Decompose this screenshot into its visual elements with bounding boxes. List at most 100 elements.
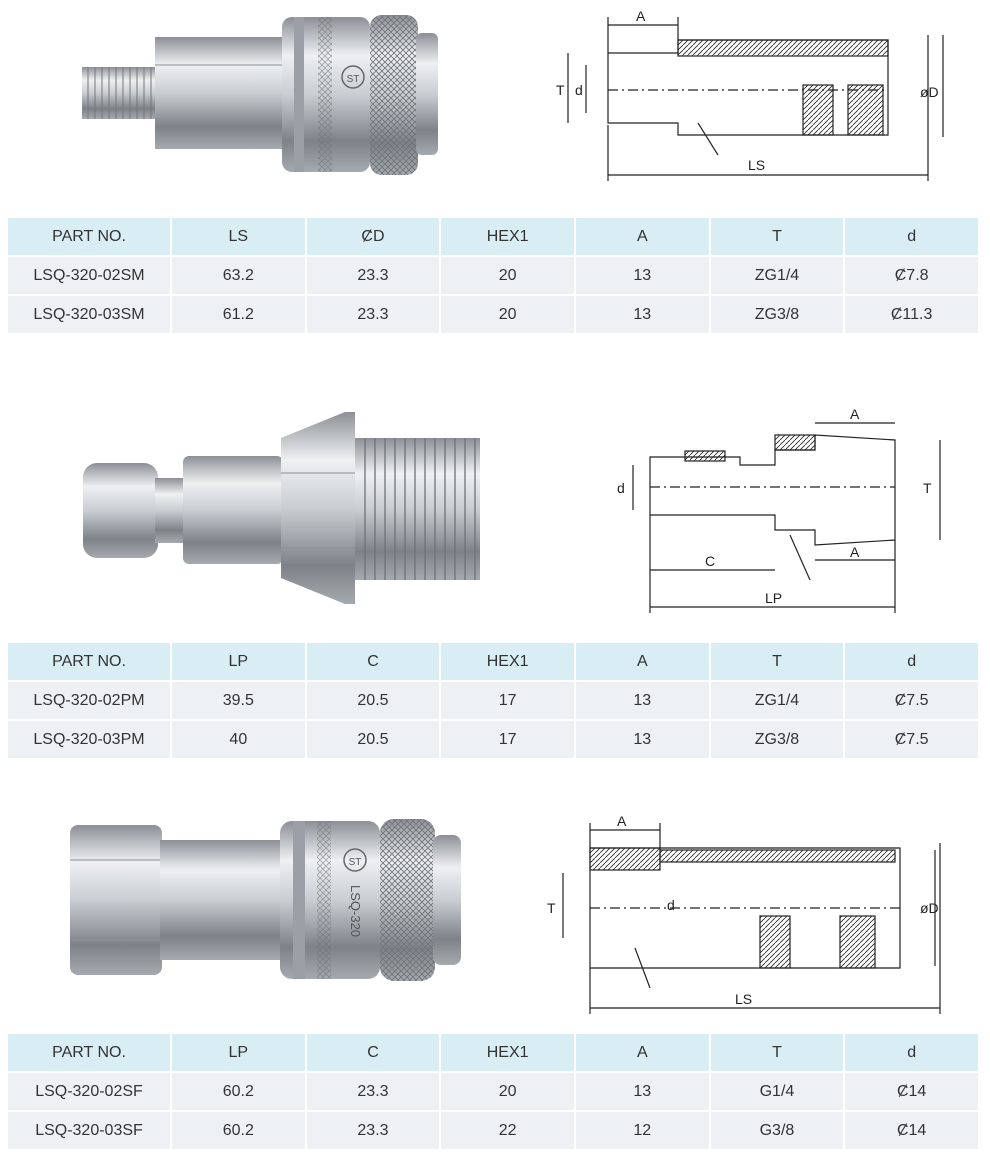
table-cell: ZG3/8 xyxy=(709,720,846,760)
photo-logo-text: ST xyxy=(349,857,362,868)
table-header-row: PART NO. LS ȻD HEX1 A T d xyxy=(8,218,980,257)
spec-table-socket-female: PART NO. LP C HEX1 A T d LSQ-320-02SF 60… xyxy=(8,1034,980,1151)
table-cell: 13 xyxy=(574,681,711,721)
photo-marking-text: LSQ-320 xyxy=(348,885,363,937)
product-section-socket-female: ST LSQ-320 xyxy=(0,795,990,1155)
table-cell: Ȼ7.5 xyxy=(844,720,980,760)
drawing-label-a-bottom: A xyxy=(850,544,860,560)
header-cell: d xyxy=(844,1034,980,1073)
product-section-plug-male: A A T d C LP PART NO. LP C HEX1 A T d LS… xyxy=(0,390,990,760)
drawing-label-t: T xyxy=(556,82,565,98)
table-header-row: PART NO. LP C HEX1 A T d xyxy=(8,1034,980,1073)
table-cell: 13 xyxy=(574,256,711,296)
header-cell: HEX1 xyxy=(440,218,576,257)
product-photo-plug-male xyxy=(75,408,495,608)
header-cell: LS xyxy=(171,218,307,257)
header-cell: A xyxy=(574,643,711,682)
header-cell: LP xyxy=(171,643,307,682)
header-cell: A xyxy=(574,1034,711,1073)
table-cell: 20 xyxy=(440,295,576,335)
table-cell: 20 xyxy=(440,256,576,296)
table-row: LSQ-320-03PM 40 20.5 17 13 ZG3/8 Ȼ7.5 xyxy=(8,720,980,760)
table-cell: 40 xyxy=(171,720,307,760)
table-header-row: PART NO. LP C HEX1 A T d xyxy=(8,643,980,682)
table-cell: 39.5 xyxy=(171,681,307,721)
drawing-label-c: C xyxy=(705,553,715,569)
drawing-label-ls: LS xyxy=(748,157,765,173)
table-cell: 13 xyxy=(574,295,711,335)
drawing-label-t: T xyxy=(547,900,556,916)
table-cell: ZG1/4 xyxy=(709,681,846,721)
table-row: LSQ-320-03SF 60.2 23.3 22 12 G3/8 Ȼ14 xyxy=(8,1111,980,1151)
header-cell: PART NO. xyxy=(8,1034,172,1073)
table-cell: LSQ-320-02PM xyxy=(8,681,172,721)
table-cell: G1/4 xyxy=(709,1072,846,1112)
drawing-label-od: øD xyxy=(920,84,939,100)
table-cell: LSQ-320-03SF xyxy=(8,1111,172,1151)
header-cell: T xyxy=(709,218,846,257)
header-cell: T xyxy=(709,1034,846,1073)
table-cell: 20.5 xyxy=(305,681,442,721)
spec-table-plug-male: PART NO. LP C HEX1 A T d LSQ-320-02PM 39… xyxy=(8,643,980,760)
drawing-label-a: A xyxy=(636,8,646,24)
table-cell: 20.5 xyxy=(305,720,442,760)
table-cell: 23.3 xyxy=(305,1072,442,1112)
header-cell: C xyxy=(305,1034,442,1073)
header-cell: T xyxy=(709,643,846,682)
table-cell: LSQ-320-03PM xyxy=(8,720,172,760)
header-cell: d xyxy=(844,218,980,257)
product-photo-socket-female: ST LSQ-320 xyxy=(65,815,485,985)
header-cell: A xyxy=(574,218,711,257)
header-cell: HEX1 xyxy=(440,1034,576,1073)
table-cell: 23.3 xyxy=(305,256,442,296)
table-cell: 13 xyxy=(574,720,711,760)
table-row: LSQ-320-02SM 63.2 23.3 20 13 ZG1/4 Ȼ7.8 xyxy=(8,256,980,296)
drawing-label-ls: LS xyxy=(735,991,752,1007)
table-cell: 17 xyxy=(440,681,576,721)
product-section-socket-male: ST xyxy=(0,0,990,335)
table-cell: 17 xyxy=(440,720,576,760)
drawing-label-t: T xyxy=(923,480,932,496)
spec-table-socket-male: PART NO. LS ȻD HEX1 A T d LSQ-320-02SM 6… xyxy=(8,218,980,335)
table-cell: Ȼ7.5 xyxy=(844,681,980,721)
drawing-label-od: øD xyxy=(920,900,939,916)
drawing-label-lp: LP xyxy=(765,590,782,606)
header-cell: ȻD xyxy=(305,218,442,257)
header-cell: HEX1 xyxy=(440,643,576,682)
header-cell: d xyxy=(844,643,980,682)
table-cell: 60.2 xyxy=(171,1072,307,1112)
table-cell: LSQ-320-03SM xyxy=(8,295,172,335)
technical-drawing-socket-female: A T d øD LS xyxy=(535,798,955,1023)
table-cell: LSQ-320-02SF xyxy=(8,1072,172,1112)
header-cell: LP xyxy=(171,1034,307,1073)
table-row: LSQ-320-03SM 61.2 23.3 20 13 ZG3/8 Ȼ11.3 xyxy=(8,295,980,335)
drawing-label-d: d xyxy=(575,82,583,98)
table-cell: 63.2 xyxy=(171,256,307,296)
header-cell: PART NO. xyxy=(8,643,172,682)
product-photo-socket-male: ST xyxy=(70,5,450,190)
table-cell: Ȼ14 xyxy=(844,1072,980,1112)
table-cell: 60.2 xyxy=(171,1111,307,1151)
technical-drawing-plug-male: A A T d C LP xyxy=(605,395,955,620)
technical-drawing-socket-male: A T d øD LS xyxy=(548,5,958,190)
table-cell: 12 xyxy=(574,1111,711,1151)
table-cell: Ȼ11.3 xyxy=(844,295,980,335)
table-row: LSQ-320-02PM 39.5 20.5 17 13 ZG1/4 Ȼ7.5 xyxy=(8,681,980,721)
table-cell: 13 xyxy=(574,1072,711,1112)
header-cell: C xyxy=(305,643,442,682)
table-cell: 23.3 xyxy=(305,295,442,335)
table-cell: ZG1/4 xyxy=(709,256,846,296)
table-cell: Ȼ14 xyxy=(844,1111,980,1151)
drawing-label-d: d xyxy=(617,480,625,496)
table-cell: LSQ-320-02SM xyxy=(8,256,172,296)
table-cell: 61.2 xyxy=(171,295,307,335)
drawing-label-a: A xyxy=(617,813,627,829)
header-cell: PART NO. xyxy=(8,218,172,257)
drawing-label-a-top: A xyxy=(850,406,860,422)
table-row: LSQ-320-02SF 60.2 23.3 20 13 G1/4 Ȼ14 xyxy=(8,1072,980,1112)
table-cell: 22 xyxy=(440,1111,576,1151)
table-cell: ZG3/8 xyxy=(709,295,846,335)
table-cell: 23.3 xyxy=(305,1111,442,1151)
table-cell: 20 xyxy=(440,1072,576,1112)
drawing-label-d: d xyxy=(667,897,675,913)
